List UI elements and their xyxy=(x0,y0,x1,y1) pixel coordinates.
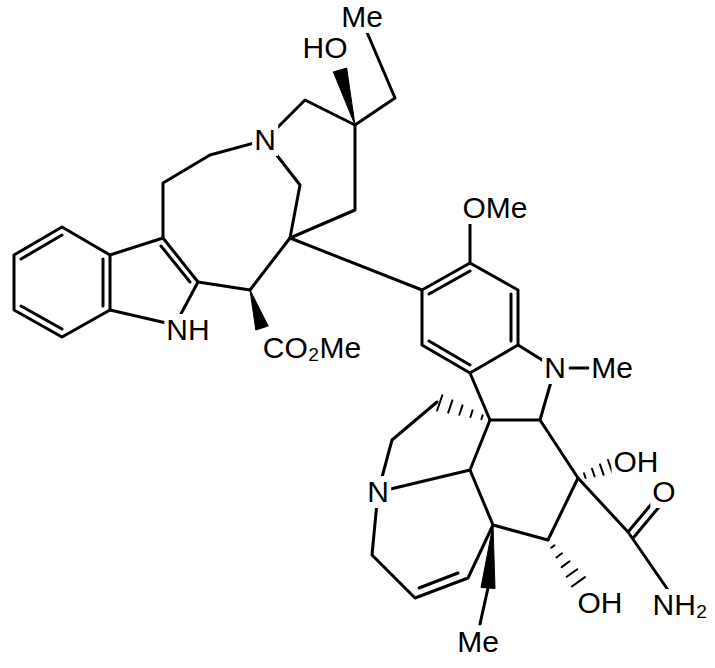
atom-label: NH₂ xyxy=(651,589,710,621)
atom-label: N xyxy=(542,352,568,384)
atom-label: O xyxy=(650,476,677,508)
atom-label: N xyxy=(365,476,391,508)
atom-label: OH xyxy=(576,587,625,619)
atom-label: OH xyxy=(612,446,661,478)
atom-label: OMe xyxy=(460,192,529,224)
atom-label: CO₂Me xyxy=(261,332,363,364)
atom-label: N xyxy=(252,124,278,156)
atom-label: Me xyxy=(339,1,385,33)
atom-label: HO xyxy=(301,32,350,64)
atom-label: Me xyxy=(455,626,501,658)
atom-label: Me xyxy=(589,352,635,384)
atom-label: NH xyxy=(164,314,211,346)
